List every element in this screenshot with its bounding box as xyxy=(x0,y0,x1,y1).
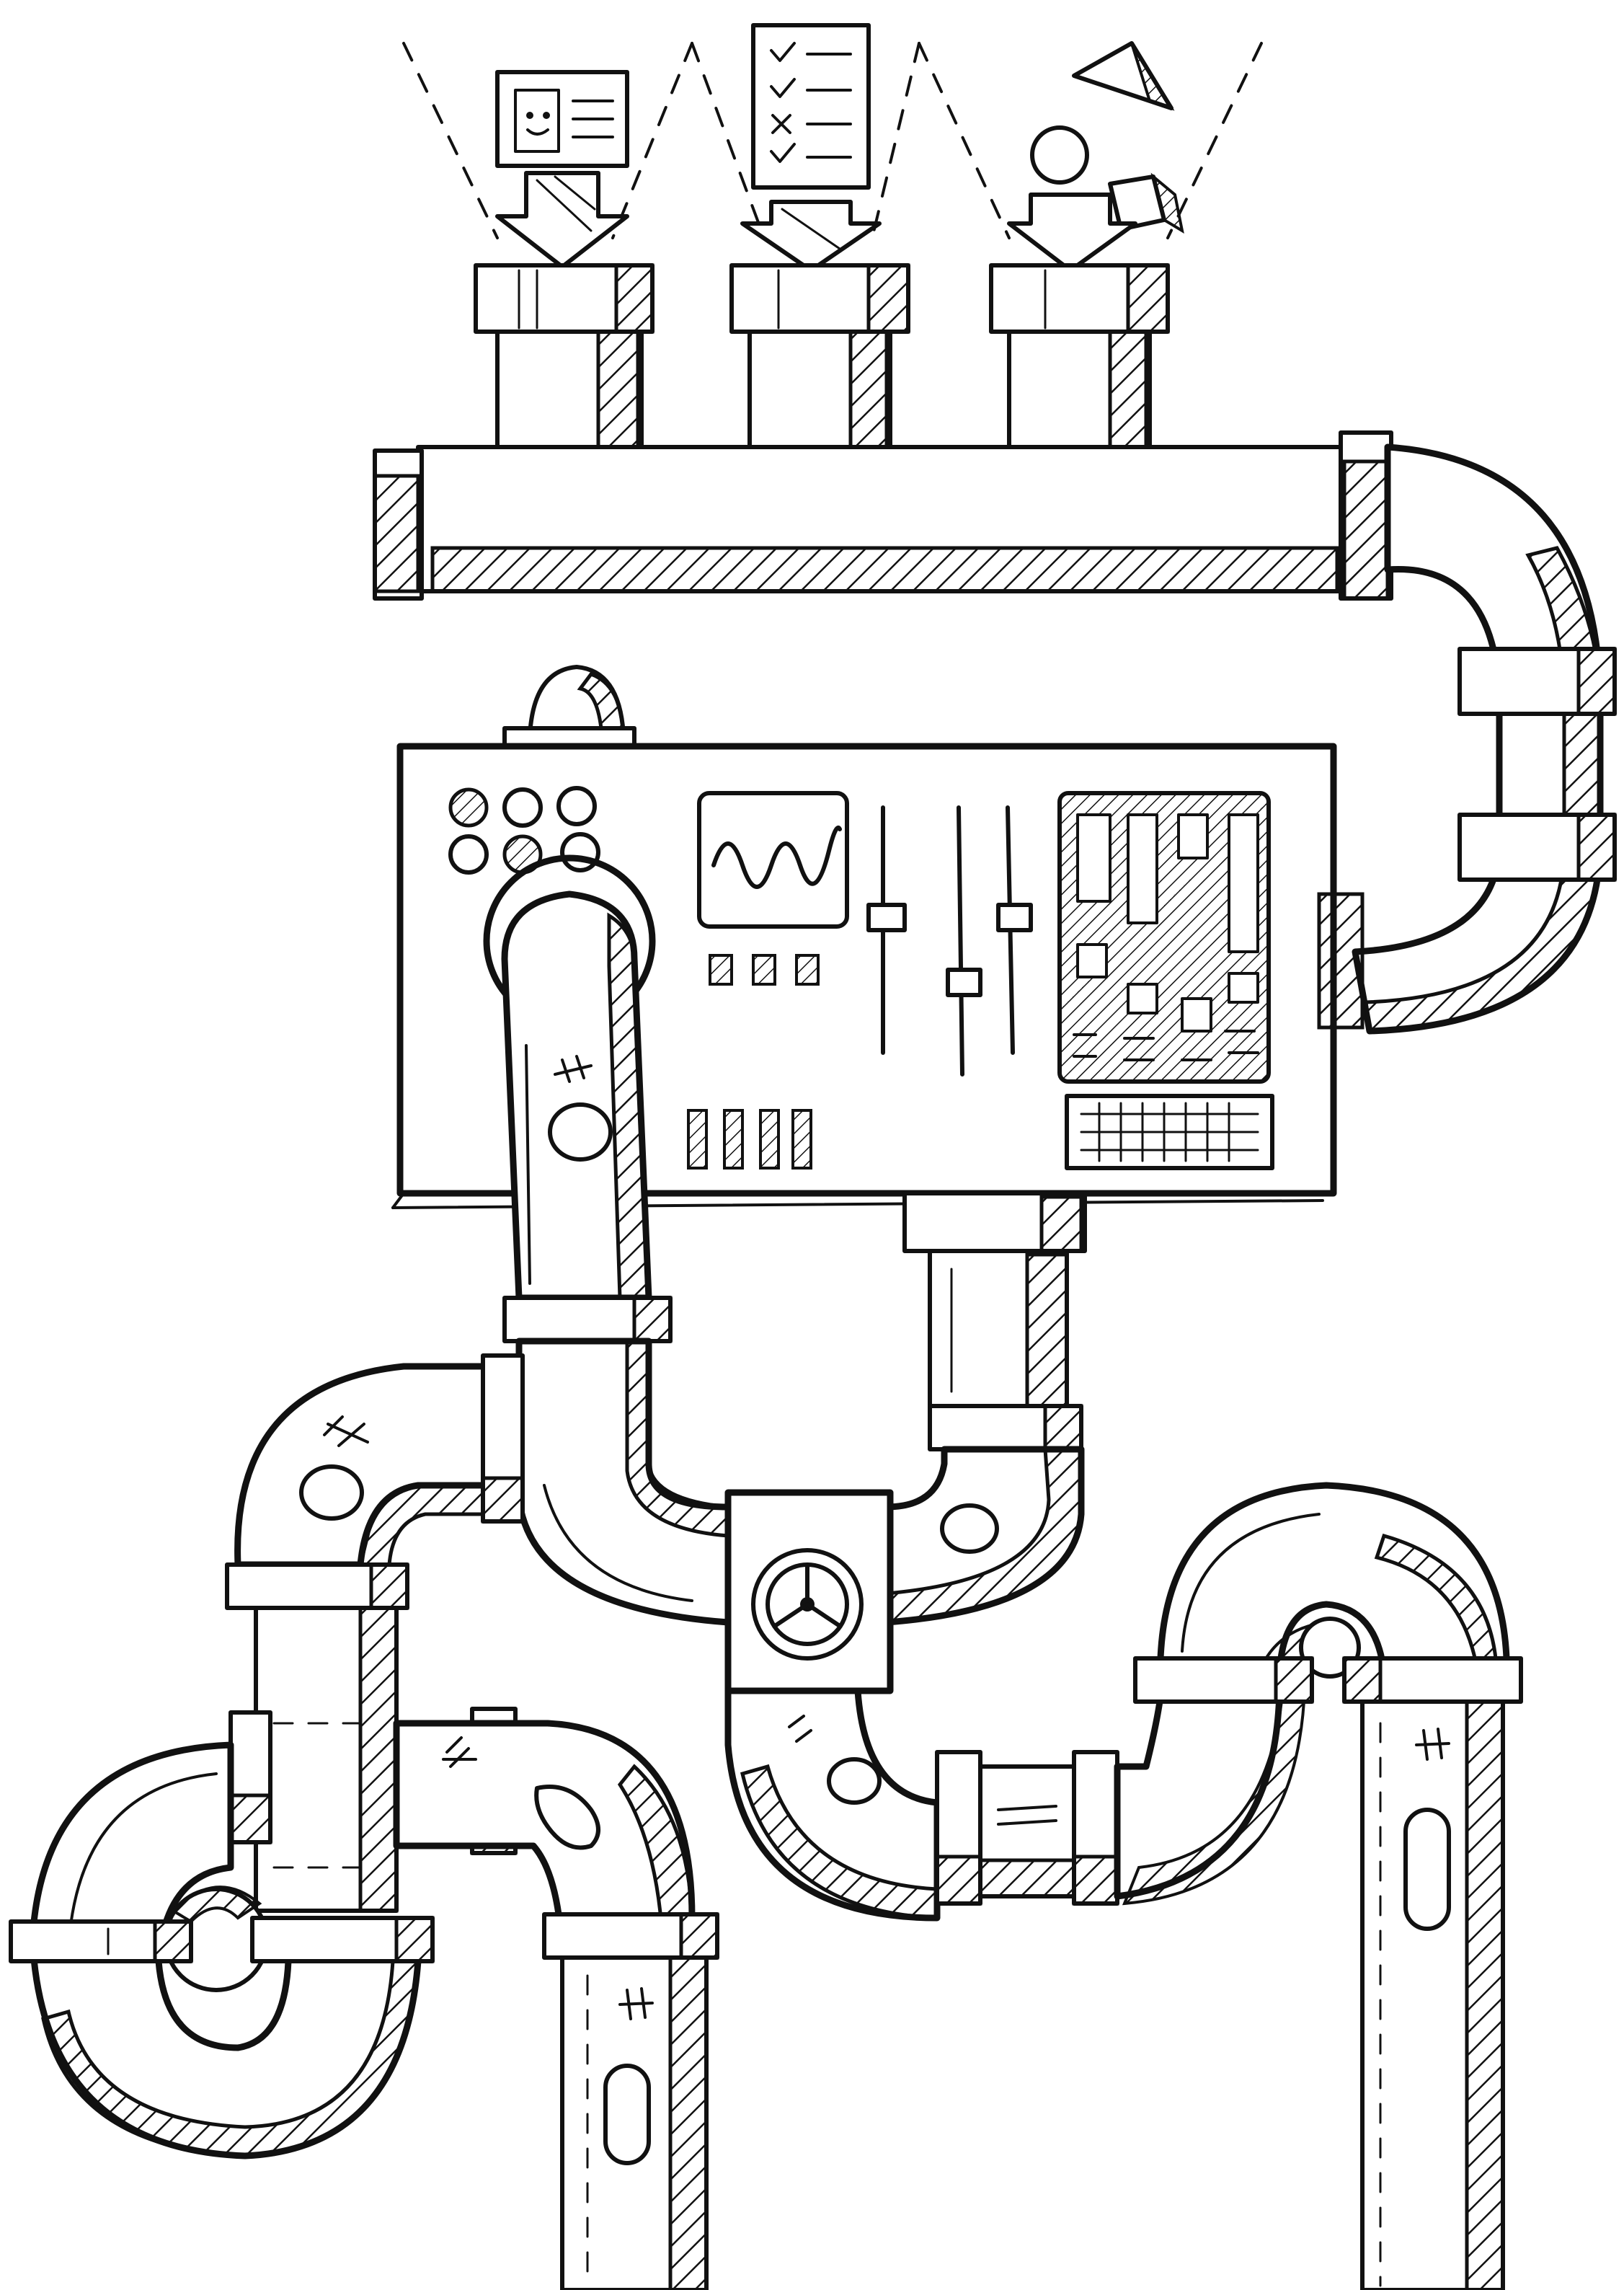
input-pipes xyxy=(375,265,1391,598)
return-pipe-right xyxy=(1355,447,1615,1031)
checklist-icon xyxy=(753,25,869,187)
outlet-pipe xyxy=(930,1251,1081,1449)
valve-wheel-icon xyxy=(728,1493,890,1691)
id-card-icon xyxy=(497,72,627,166)
